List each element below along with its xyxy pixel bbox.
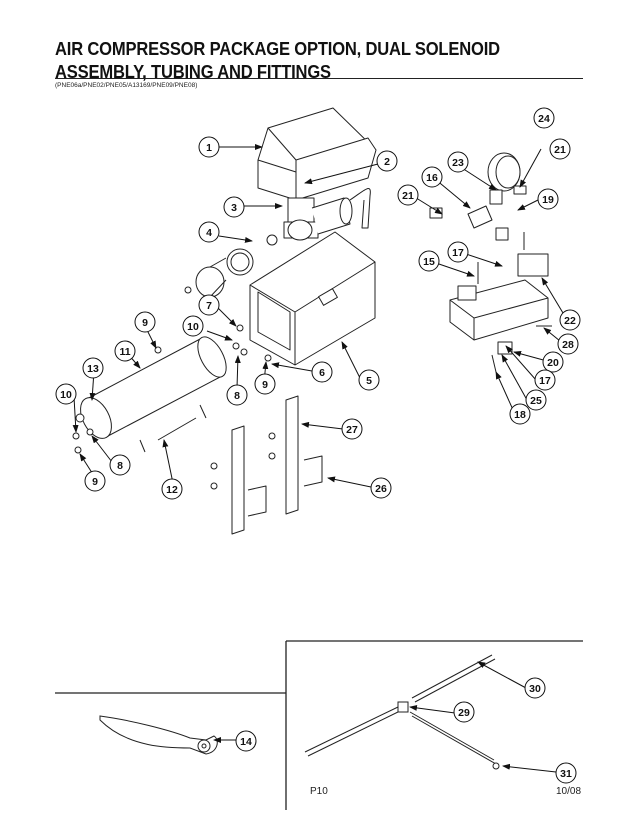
callout-27: 27 — [341, 418, 363, 440]
tube-cutter — [99, 715, 218, 755]
svg-text:9: 9 — [262, 379, 268, 391]
page-title: AIR COMPRESSOR PACKAGE OPTION, DUAL SOLE… — [55, 38, 552, 84]
svg-text:24: 24 — [538, 113, 550, 125]
svg-text:3: 3 — [231, 202, 237, 214]
callout-13: 13 — [82, 357, 104, 379]
callout-20: 20 — [542, 351, 564, 373]
svg-text:21: 21 — [554, 144, 566, 156]
callout-8: 8 — [226, 384, 248, 406]
svg-text:10: 10 — [60, 389, 72, 401]
callout-30: 30 — [524, 677, 546, 699]
callout-9: 9 — [134, 311, 156, 333]
leader-lines — [72, 144, 564, 773]
svg-text:8: 8 — [234, 390, 240, 402]
svg-text:16: 16 — [426, 172, 438, 184]
svg-text:9: 9 — [142, 317, 148, 329]
callout-1: 1 — [198, 136, 220, 158]
callout-17: 17 — [447, 241, 469, 263]
svg-text:21: 21 — [402, 190, 414, 202]
svg-text:26: 26 — [375, 483, 387, 495]
svg-text:4: 4 — [206, 227, 212, 239]
svg-text:14: 14 — [240, 736, 252, 748]
callout-22: 22 — [559, 309, 581, 331]
fittings — [72, 324, 272, 454]
callout-25: 25 — [525, 389, 547, 411]
callouts: 1 2 3 4 7 10 9 11 13 10 8 9 8 9 6 5 12 2… — [55, 107, 581, 784]
svg-text:17: 17 — [539, 375, 551, 387]
callout-9: 9 — [254, 373, 276, 395]
callout-18: 18 — [509, 403, 531, 425]
svg-text:6: 6 — [319, 367, 325, 379]
callout-7: 7 — [198, 294, 220, 316]
svg-text:9: 9 — [92, 476, 98, 488]
svg-text:29: 29 — [458, 707, 470, 719]
svg-text:12: 12 — [166, 484, 178, 496]
svg-text:8: 8 — [117, 460, 123, 472]
mounting-box — [249, 231, 376, 366]
callout-5: 5 — [358, 369, 380, 391]
svg-text:31: 31 — [560, 768, 572, 780]
part-numbers: (PNE06a/PNE02/PNE05/A13169/PNE09/PNE08) — [55, 82, 198, 89]
svg-text:7: 7 — [206, 300, 212, 312]
mounting-brackets — [210, 395, 323, 535]
svg-text:19: 19 — [542, 194, 554, 206]
compressor — [283, 187, 371, 241]
callout-6: 6 — [311, 361, 333, 383]
page-title-line-1: AIR COMPRESSOR PACKAGE OPTION, DUAL SOLE… — [55, 39, 500, 59]
callout-19: 19 — [537, 188, 559, 210]
callout-9: 9 — [84, 470, 106, 492]
svg-text:28: 28 — [562, 339, 574, 351]
page-number: P10 — [310, 786, 328, 797]
svg-text:18: 18 — [514, 409, 526, 421]
drain-line — [157, 417, 197, 441]
air-tank — [75, 336, 227, 453]
compressor-cover — [257, 107, 377, 201]
callout-11: 11 — [114, 340, 136, 362]
title-rule — [55, 78, 583, 79]
callout-31: 31 — [555, 762, 577, 784]
callout-23: 23 — [447, 151, 469, 173]
svg-text:2: 2 — [384, 156, 390, 168]
svg-text:23: 23 — [452, 157, 464, 169]
svg-text:17: 17 — [452, 247, 464, 259]
callout-8: 8 — [109, 454, 131, 476]
solenoid-assembly — [449, 227, 552, 373]
callout-2: 2 — [376, 150, 398, 172]
callout-16: 16 — [421, 166, 443, 188]
svg-text:15: 15 — [423, 256, 435, 268]
svg-text:20: 20 — [547, 357, 559, 369]
callout-12: 12 — [161, 478, 183, 500]
callout-3: 3 — [223, 196, 245, 218]
svg-text:27: 27 — [346, 424, 358, 436]
svg-text:10: 10 — [187, 321, 199, 333]
svg-text:11: 11 — [119, 346, 130, 358]
callout-21: 21 — [397, 184, 419, 206]
callout-10: 10 — [55, 383, 77, 405]
pressure-gauge — [429, 152, 527, 229]
callout-14: 14 — [235, 730, 257, 752]
page-title-line-2: ASSEMBLY, TUBING AND FITTINGS — [55, 62, 331, 82]
svg-text:13: 13 — [87, 363, 99, 375]
callout-26: 26 — [370, 477, 392, 499]
callout-29: 29 — [453, 701, 475, 723]
svg-text:1: 1 — [206, 142, 212, 154]
svg-text:25: 25 — [530, 395, 542, 407]
callout-28: 28 — [557, 333, 579, 355]
svg-text:5: 5 — [366, 375, 372, 387]
callout-10: 10 — [182, 315, 204, 337]
callout-15: 15 — [418, 250, 440, 272]
callout-4: 4 — [198, 221, 220, 243]
callout-21: 21 — [549, 138, 571, 160]
svg-text:30: 30 — [529, 683, 541, 695]
svg-text:22: 22 — [564, 315, 576, 327]
callout-17: 17 — [534, 369, 556, 391]
revision-date: 10/08 — [556, 786, 582, 797]
callout-24: 24 — [533, 107, 555, 129]
